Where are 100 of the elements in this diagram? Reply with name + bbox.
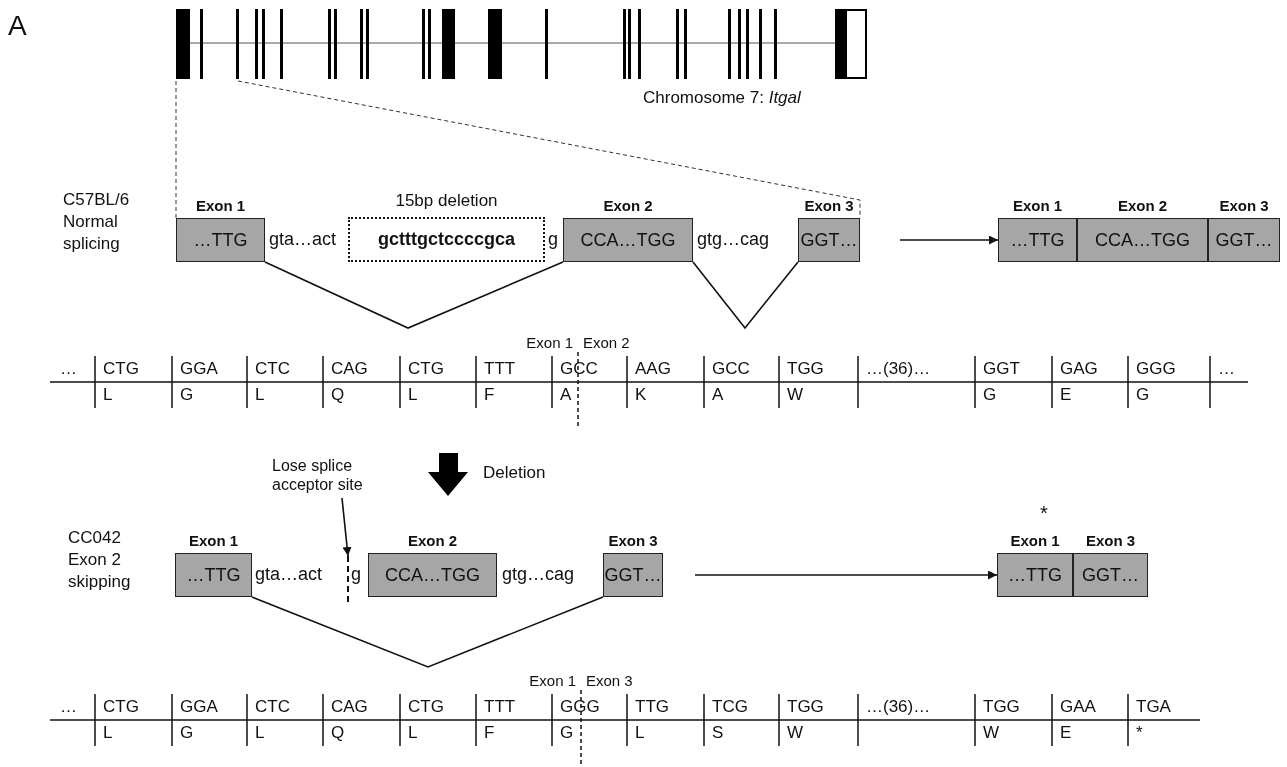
junction-label: Exon 2 xyxy=(583,334,630,351)
amino-acid-text: A xyxy=(560,385,572,405)
sequence-text: GGT… xyxy=(800,229,858,251)
amino-acid-text: L xyxy=(408,385,418,405)
junction-label: Exon 1 xyxy=(529,672,576,689)
amino-acid-text: G xyxy=(560,723,574,743)
exon-label: Exon 3 xyxy=(1085,532,1136,549)
intron-sequence: gta…act xyxy=(255,564,323,585)
exon-label: Exon 2 xyxy=(603,197,653,214)
intron-sequence: gtg…cag xyxy=(697,229,770,250)
exon-label: Exon 3 xyxy=(1219,197,1269,214)
amino-acid-text: L xyxy=(255,385,265,405)
codon-text: GGG xyxy=(1136,359,1176,379)
sequence-text: …TTG xyxy=(193,229,248,251)
codon-text: TGG xyxy=(787,697,824,717)
amino-acid-text: A xyxy=(712,385,724,405)
amino-acid-text: * xyxy=(1136,723,1143,743)
exon-label: Exon 1 xyxy=(188,532,239,549)
codon-text: TGA xyxy=(1136,697,1171,717)
codon-text: … xyxy=(60,359,77,379)
exon-label: Exon 1 xyxy=(1012,197,1063,214)
strain-label: C57BL/6 Normal splicing xyxy=(63,189,131,256)
step-label: Deletion xyxy=(483,463,546,483)
codon-text: TTT xyxy=(484,359,516,379)
deletion-label: 15bp deletion xyxy=(395,191,498,211)
gene-structure-drawing xyxy=(176,9,868,81)
amino-acid-text: L xyxy=(255,723,265,743)
codon-text: GGA xyxy=(180,359,218,379)
amino-acid-text: L xyxy=(103,723,113,743)
codon-text: CTG xyxy=(408,697,444,717)
amino-acid-text: K xyxy=(635,385,647,405)
sequence-text: GGT… xyxy=(604,564,662,586)
splice-line xyxy=(251,596,604,668)
sequence-text: …TTG xyxy=(1010,229,1065,251)
codon-text: GCC xyxy=(712,359,750,379)
amino-acid-text: G xyxy=(983,385,997,405)
codon-text: CTG xyxy=(408,359,444,379)
codon-text: GAG xyxy=(1060,359,1098,379)
amino-acid-text: W xyxy=(787,385,804,405)
amino-acid-text: F xyxy=(484,723,495,743)
zoom-guide-line xyxy=(175,80,177,219)
arrow xyxy=(694,570,998,580)
amino-acid-text: F xyxy=(484,385,495,405)
sequence-text: …TTG xyxy=(186,564,241,586)
codon-text: GGA xyxy=(180,697,218,717)
sequence-text: CCA…TGG xyxy=(580,229,676,251)
exon-label: Exon 2 xyxy=(407,532,458,549)
leader-line xyxy=(341,497,352,557)
chromosome-label: Chromosome 7: Itgal xyxy=(643,88,801,108)
stop-codon-mark: * xyxy=(1040,502,1048,525)
amino-acid-text: L xyxy=(103,385,113,405)
codon-text: … xyxy=(1218,359,1235,379)
codon-text: CTG xyxy=(103,359,139,379)
intron-sequence: g xyxy=(351,564,361,585)
amino-acid-text: G xyxy=(180,385,194,405)
intron-sequence: gta…act xyxy=(269,229,337,250)
codon-text: CTC xyxy=(255,697,290,717)
amino-acid-text: Q xyxy=(331,385,345,405)
intron-sequence: g xyxy=(548,229,558,250)
codon-text: GGG xyxy=(560,697,600,717)
amino-acid-text: L xyxy=(635,723,645,743)
codon-text: CTC xyxy=(255,359,290,379)
intron-sequence: gtg…cag xyxy=(502,564,575,585)
splice-line xyxy=(692,261,799,330)
codon-text: GCC xyxy=(560,359,598,379)
sequence-text: gctttgctccccgca xyxy=(377,229,516,250)
arrow xyxy=(899,235,999,245)
amino-acid-text: L xyxy=(408,723,418,743)
codon-text: TTT xyxy=(484,697,516,717)
amino-acid-text: G xyxy=(180,723,194,743)
amino-acid-text: Q xyxy=(331,723,345,743)
exon-label: Exon 2 xyxy=(1117,197,1168,214)
codon-text: CAG xyxy=(331,359,368,379)
codon-text: TGG xyxy=(787,359,824,379)
codon-text: AAG xyxy=(635,359,671,379)
exon-label: Exon 3 xyxy=(804,197,854,214)
sequence-text: …TTG xyxy=(1008,564,1062,586)
panel-letter: A xyxy=(8,10,27,42)
codon-text: CAG xyxy=(331,697,368,717)
amino-acid-text: E xyxy=(1060,723,1072,743)
annotation-text: Lose splice acceptor site xyxy=(272,456,412,498)
amino-acid-text: W xyxy=(983,723,1000,743)
codon-text: CTG xyxy=(103,697,139,717)
junction-label: Exon 1 xyxy=(526,334,573,351)
deletion-site-line xyxy=(347,556,349,602)
codon-text: … xyxy=(60,697,77,717)
exon-label: Exon 1 xyxy=(1010,532,1060,549)
sequence-text: GGT… xyxy=(1215,229,1273,251)
sequence-text: GGT… xyxy=(1082,564,1139,586)
codon-text: …(36)… xyxy=(866,359,931,379)
codon-text: GGT xyxy=(983,359,1020,379)
codon-text: TGG xyxy=(983,697,1020,717)
codon-text: TCG xyxy=(712,697,748,717)
codon-text: GAA xyxy=(1060,697,1096,717)
amino-acid-text: S xyxy=(712,723,724,743)
strain-label: CC042 Exon 2 skipping xyxy=(68,527,132,594)
codon-text: …(36)… xyxy=(866,697,931,717)
amino-acid-text: W xyxy=(787,723,804,743)
amino-acid-text: E xyxy=(1060,385,1072,405)
exon-label: Exon 3 xyxy=(608,532,658,549)
